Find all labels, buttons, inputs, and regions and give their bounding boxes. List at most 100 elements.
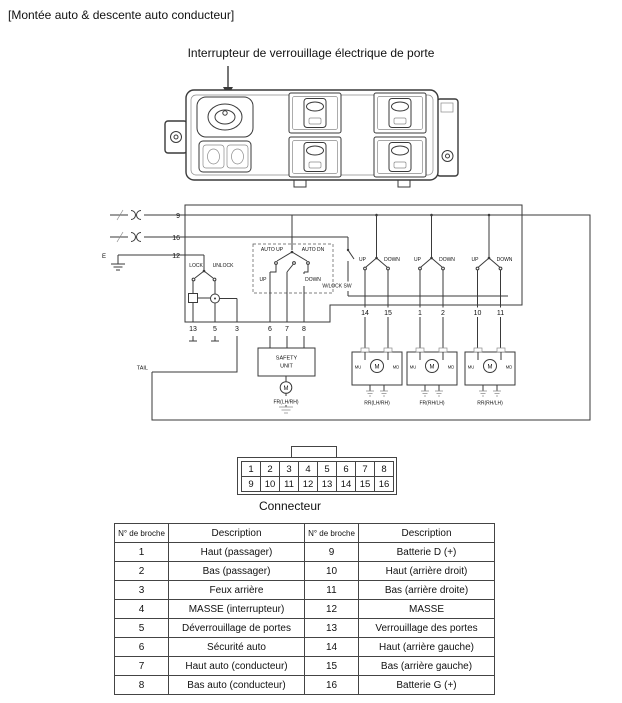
safety-unit: SAFETY UNIT M FR(LH/RH) <box>257 347 316 414</box>
auto-dn-label: AUTO DN <box>302 247 325 253</box>
table-row: 5 Déverrouillage de portes 13 Verrouilla… <box>114 618 495 638</box>
pin-cell: 5 <box>114 618 169 638</box>
pin-cell: 13 <box>304 618 359 638</box>
pin-cell: 2 <box>114 561 169 581</box>
connector-caption: Connecteur <box>258 499 322 513</box>
pin-13-label: 13 <box>189 326 197 333</box>
connector-pin: 5 <box>317 461 337 477</box>
window-lock-switch: W/LOCK SW <box>322 237 508 297</box>
connector-pin: 16 <box>374 476 394 492</box>
pin-8-label: 8 <box>302 326 306 333</box>
motor2-md-label: MD <box>448 365 455 370</box>
pin-cell: 3 <box>114 580 169 600</box>
pin-cell: 12 <box>304 599 359 619</box>
motor1-md-label: MD <box>393 365 400 370</box>
motor2-m-label: M <box>430 364 435 370</box>
desc-cell: Bas auto (conducteur) <box>168 675 305 695</box>
window-switch-button <box>288 136 342 178</box>
desc-cell: MASSE (interrupteur) <box>168 599 305 619</box>
header-pin-right: N° de broche <box>304 523 359 543</box>
table-row: 1 Haut (passager) 9 Batterie D (+) <box>114 542 495 562</box>
connector-pin: 13 <box>317 476 337 492</box>
motor3-mu-label: MU <box>468 365 475 370</box>
pin-9-label: 9 <box>176 213 180 220</box>
circuit-diagram: E 9 16 12 LOCK UNLOCK <box>102 204 591 421</box>
desc-cell: Bas (arrière droite) <box>358 580 495 600</box>
pair1-down-label: DOWN <box>384 257 400 263</box>
pin-11-label: 11 <box>497 310 504 317</box>
page-title: [Montée auto & descente auto conducteur] <box>8 8 235 22</box>
table-row: 3 Feux arrière 11 Bas (arrière droite) <box>114 580 495 600</box>
door-lock-button <box>196 96 254 138</box>
table-row: 6 Sécurité auto 14 Haut (arrière gauche) <box>114 637 495 657</box>
pin-cell: 16 <box>304 675 359 695</box>
table-row: 7 Haut auto (conducteur) 15 Bas (arrière… <box>114 656 495 676</box>
motor2-mu-label: MU <box>410 365 417 370</box>
pin-14-label: 14 <box>361 310 369 317</box>
connector-pin: 2 <box>260 461 280 477</box>
header-desc-right: Description <box>358 523 495 543</box>
bottom-left-pin-numbers: 13 5 3 6 7 8 <box>189 326 306 333</box>
motor2-label: FR(RH/LH) <box>420 401 445 407</box>
desc-cell: Verrouillage des portes <box>358 618 495 638</box>
ground-e-label: E <box>102 254 106 260</box>
table-row: 4 MASSE (interrupteur) 12 MASSE <box>114 599 495 619</box>
passenger-rear-switches: UP DOWN UP DOWN UP DOWN <box>359 213 513 353</box>
desc-cell: Sécurité auto <box>168 637 305 657</box>
desc-cell: Déverrouillage de portes <box>168 618 305 638</box>
tail-label: TAIL <box>137 366 148 372</box>
ground-e: E <box>102 254 204 271</box>
safety-unit-label-2: UNIT <box>280 364 293 370</box>
desc-cell: Batterie G (+) <box>358 675 495 695</box>
desc-cell: Bas (passager) <box>168 561 305 581</box>
motor1-m-label: M <box>375 364 380 370</box>
connector-pin: 10 <box>260 476 280 492</box>
pin-10-label: 10 <box>474 310 482 317</box>
connector-body: 1 2 3 4 5 6 7 8 9 10 11 12 13 14 15 16 <box>237 457 397 495</box>
motor1-mu-label: MU <box>355 365 362 370</box>
table-row: 8 Bas auto (conducteur) 16 Batterie G (+… <box>114 675 495 695</box>
driver-up-label: UP <box>260 277 268 283</box>
pair2-up-label: UP <box>414 257 422 263</box>
window-switch-button <box>373 136 427 178</box>
bottom-right-pin-numbers: 14 15 1 2 10 11 <box>361 310 504 317</box>
wlock-sw-label: W/LOCK SW <box>322 284 351 290</box>
switch-unit-outline <box>184 204 523 323</box>
pin-12-label: 12 <box>172 253 180 260</box>
connector-pin: 14 <box>336 476 356 492</box>
desc-cell: Haut (arrière gauche) <box>358 637 495 657</box>
wiring-diagram-svg: E 9 16 12 LOCK UNLOCK <box>102 66 591 421</box>
power-rails <box>110 209 591 421</box>
table-row: 2 Bas (passager) 10 Haut (arrière droit) <box>114 561 495 581</box>
connector-pin: 9 <box>241 476 261 492</box>
desc-cell: Bas (arrière gauche) <box>358 656 495 676</box>
desc-cell: Batterie D (+) <box>358 542 495 562</box>
connector-pin: 15 <box>355 476 375 492</box>
pin-cell: 9 <box>304 542 359 562</box>
pair1-up-label: UP <box>359 257 367 263</box>
pin-cell: 1 <box>114 542 169 562</box>
auto-up-label: AUTO UP <box>261 247 284 253</box>
connector-pin: 11 <box>279 476 299 492</box>
connector-pin: 7 <box>355 461 375 477</box>
connector-pin: 12 <box>298 476 318 492</box>
pin-cell: 14 <box>304 637 359 657</box>
driver-down-label: DOWN <box>305 277 321 283</box>
pin-cell: 11 <box>304 580 359 600</box>
motor1-label: RR(LH/RH) <box>364 401 390 407</box>
connector-pin: 1 <box>241 461 261 477</box>
pin-cell: 8 <box>114 675 169 695</box>
pin-6-label: 6 <box>268 326 272 333</box>
desc-cell: MASSE <box>358 599 495 619</box>
desc-cell: Haut (passager) <box>168 542 305 562</box>
pin-cell: 15 <box>304 656 359 676</box>
pin-2-label: 2 <box>441 310 445 317</box>
connector-pin: 4 <box>298 461 318 477</box>
left-pin-numbers: 9 16 12 <box>172 213 180 260</box>
desc-cell: Feux arrière <box>168 580 305 600</box>
connector-pin: 6 <box>336 461 356 477</box>
motor3-label: RR(RH/LH) <box>477 401 503 407</box>
door-lock-switch-label: Interrupteur de verrouillage électrique … <box>187 46 435 60</box>
front-motor-label: FR(LH/RH) <box>274 400 299 406</box>
